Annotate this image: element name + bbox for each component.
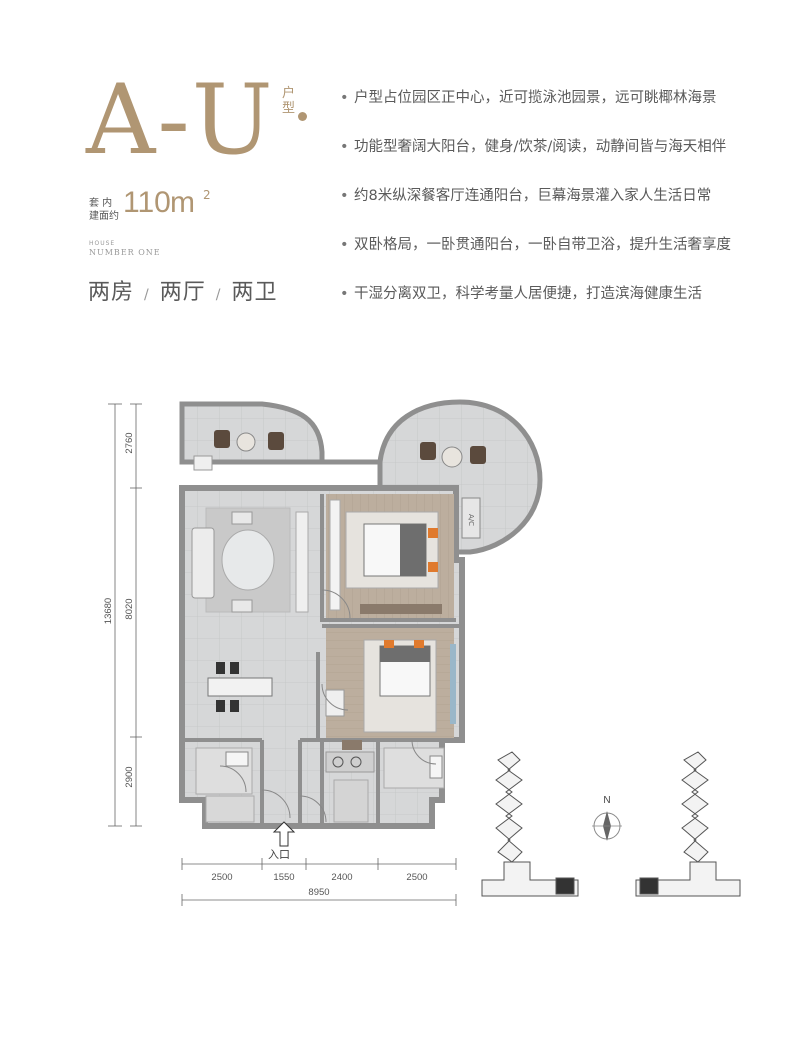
- feature-item: 双卧格局，一卧贯通阳台，一卧自带卫浴，提升生活奢享度: [340, 235, 731, 284]
- dim-width-segment: 1550: [273, 872, 294, 883]
- tower-right: [635, 751, 741, 897]
- compass-icon: [592, 811, 622, 841]
- room-config-separator: /: [144, 287, 150, 303]
- ac-label: A/C: [467, 514, 475, 526]
- feature-item: 功能型奢阔大阳台，健身/饮茶/阅读，动静间皆与海天相伴: [340, 137, 731, 186]
- accent-dot: [298, 112, 307, 121]
- living-room: [191, 507, 309, 613]
- dim-height-segment: 8020: [124, 598, 135, 619]
- tower-left: [481, 751, 579, 897]
- door-swings: [219, 589, 437, 823]
- second-bedroom: [325, 626, 456, 738]
- feature-list: 户型占位园区正中心，近可揽泳池园景，远可眺椰林海景 功能型奢阔大阳台，健身/饮茶…: [340, 88, 731, 333]
- entrance-label: 入口: [268, 848, 290, 861]
- house-label-number: NUMBER ONE: [89, 248, 161, 257]
- dim-height-segment: 2760: [124, 432, 135, 453]
- balcony-left: [179, 401, 325, 465]
- dining-area: [207, 662, 273, 712]
- vertical-dimensions: [108, 403, 142, 827]
- room-config-bathrooms: 两卫: [231, 280, 278, 305]
- unit-type-tag: 户型: [282, 86, 296, 116]
- bathrooms-and-kitchen: [182, 738, 456, 826]
- room-config: 两房 / 两厅 / 两卫: [88, 274, 277, 306]
- feature-item: 干湿分离双卫，科学考量人居便捷，打造滨海健康生活: [340, 284, 731, 333]
- unit-type-code: A-U: [86, 64, 275, 176]
- feature-item: 户型占位园区正中心，近可揽泳池园景，远可眺椰林海景: [340, 88, 731, 137]
- entrance-arrow-icon: [272, 821, 296, 847]
- house-label-small: HOUSE: [89, 240, 116, 247]
- room-config-separator: /: [215, 287, 222, 303]
- area-unit: m: [170, 186, 195, 219]
- room-config-bedrooms: 两房: [88, 280, 135, 305]
- dim-width-segment: 2500: [211, 872, 232, 883]
- room-config-livingrooms: 两厅: [159, 280, 206, 305]
- area-label-line2: 建面约: [89, 211, 119, 222]
- north-label: N: [603, 795, 610, 806]
- area-unit-superscript: 2: [203, 188, 211, 202]
- dim-width-segment: 2500: [406, 872, 427, 883]
- balcony-furniture: A/C: [193, 430, 486, 539]
- dim-width-segment: 2400: [331, 872, 352, 883]
- feature-item: 约8米纵深餐客厅连通阳台，巨幕海景灌入家人生活日常: [340, 186, 731, 235]
- area-value: 110: [123, 186, 171, 219]
- dim-total-height: 13680: [103, 598, 114, 624]
- horizontal-dimensions: [181, 858, 457, 906]
- dim-height-segment: 2900: [124, 766, 135, 787]
- site-plan: [481, 751, 741, 897]
- area-label-line1: 套 内: [89, 198, 113, 209]
- balcony-right: [377, 399, 543, 555]
- master-bedroom: [326, 494, 454, 618]
- dim-total-width: 8950: [308, 887, 329, 898]
- area-label: 套 内 建面约: [89, 197, 119, 223]
